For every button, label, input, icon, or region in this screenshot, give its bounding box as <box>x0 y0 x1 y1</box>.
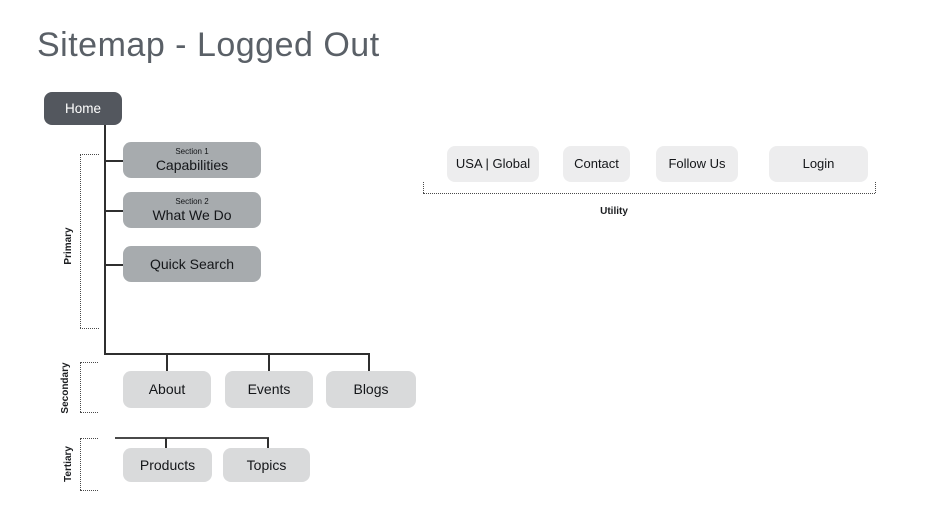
node-capabilities: Section 1 Capabilities <box>123 142 261 178</box>
secondary-bracket-tick-bottom <box>80 412 98 413</box>
drop-events <box>268 353 270 371</box>
node-about-label: About <box>148 381 186 398</box>
node-quicksearch-label: Quick Search <box>149 255 235 272</box>
secondary-tier-label: Secondary <box>60 362 71 414</box>
node-topics-label: Topics <box>246 456 287 473</box>
tertiary-bracket-line <box>80 438 81 490</box>
node-whatwedo-section: Section 2 <box>175 197 209 207</box>
node-capabilities-section: Section 1 <box>175 147 209 157</box>
tertiary-rail <box>115 437 269 439</box>
secondary-rail <box>104 353 369 355</box>
node-usa-global-label: USA | Global <box>455 155 531 171</box>
node-login-label: Login <box>802 155 835 171</box>
node-capabilities-label: Capabilities <box>155 156 229 173</box>
node-whatwedo-label: What We Do <box>152 206 232 223</box>
tertiary-bracket-tick-bottom <box>80 490 98 491</box>
node-topics: Topics <box>223 448 310 482</box>
node-home-label: Home <box>64 100 101 116</box>
node-login: Login <box>769 146 868 182</box>
primary-tier-label: Primary <box>63 227 74 265</box>
node-products-label: Products <box>139 456 196 473</box>
node-events-label: Events <box>247 381 291 398</box>
utility-tier-label: Utility <box>600 206 628 217</box>
utility-bracket-line <box>423 193 875 194</box>
node-contact: Contact <box>563 146 630 182</box>
primary-bracket-line <box>80 154 81 328</box>
node-quicksearch: Quick Search <box>123 246 261 282</box>
node-home: Home <box>44 92 122 125</box>
node-usa-global: USA | Global <box>447 146 539 182</box>
node-products: Products <box>123 448 212 482</box>
page-title: Sitemap - Logged Out <box>37 26 380 64</box>
utility-bracket-tick-left <box>423 182 424 193</box>
node-follow-us: Follow Us <box>656 146 738 182</box>
node-about: About <box>123 371 211 408</box>
drop-topics <box>267 438 269 448</box>
drop-about <box>166 353 168 371</box>
node-blogs: Blogs <box>326 371 416 408</box>
tertiary-tier-label: Tertiary <box>63 446 74 482</box>
primary-bracket-tick-top <box>80 154 99 155</box>
primary-bracket-tick-bottom <box>80 328 99 329</box>
secondary-bracket-tick-top <box>80 362 98 363</box>
node-whatwedo: Section 2 What We Do <box>123 192 261 228</box>
secondary-bracket-line <box>80 362 81 412</box>
utility-bracket-tick-right <box>875 182 876 193</box>
node-contact-label: Contact <box>574 155 619 171</box>
drop-products <box>165 438 167 448</box>
node-events: Events <box>225 371 313 408</box>
drop-blogs <box>368 353 370 371</box>
connector-quicksearch <box>104 264 123 266</box>
connector-whatwedo <box>104 210 123 212</box>
connector-home-trunk <box>104 125 106 353</box>
connector-capabilities <box>104 160 123 162</box>
tertiary-bracket-tick-top <box>80 438 98 439</box>
node-blogs-label: Blogs <box>353 381 389 398</box>
node-follow-us-label: Follow Us <box>668 155 726 171</box>
